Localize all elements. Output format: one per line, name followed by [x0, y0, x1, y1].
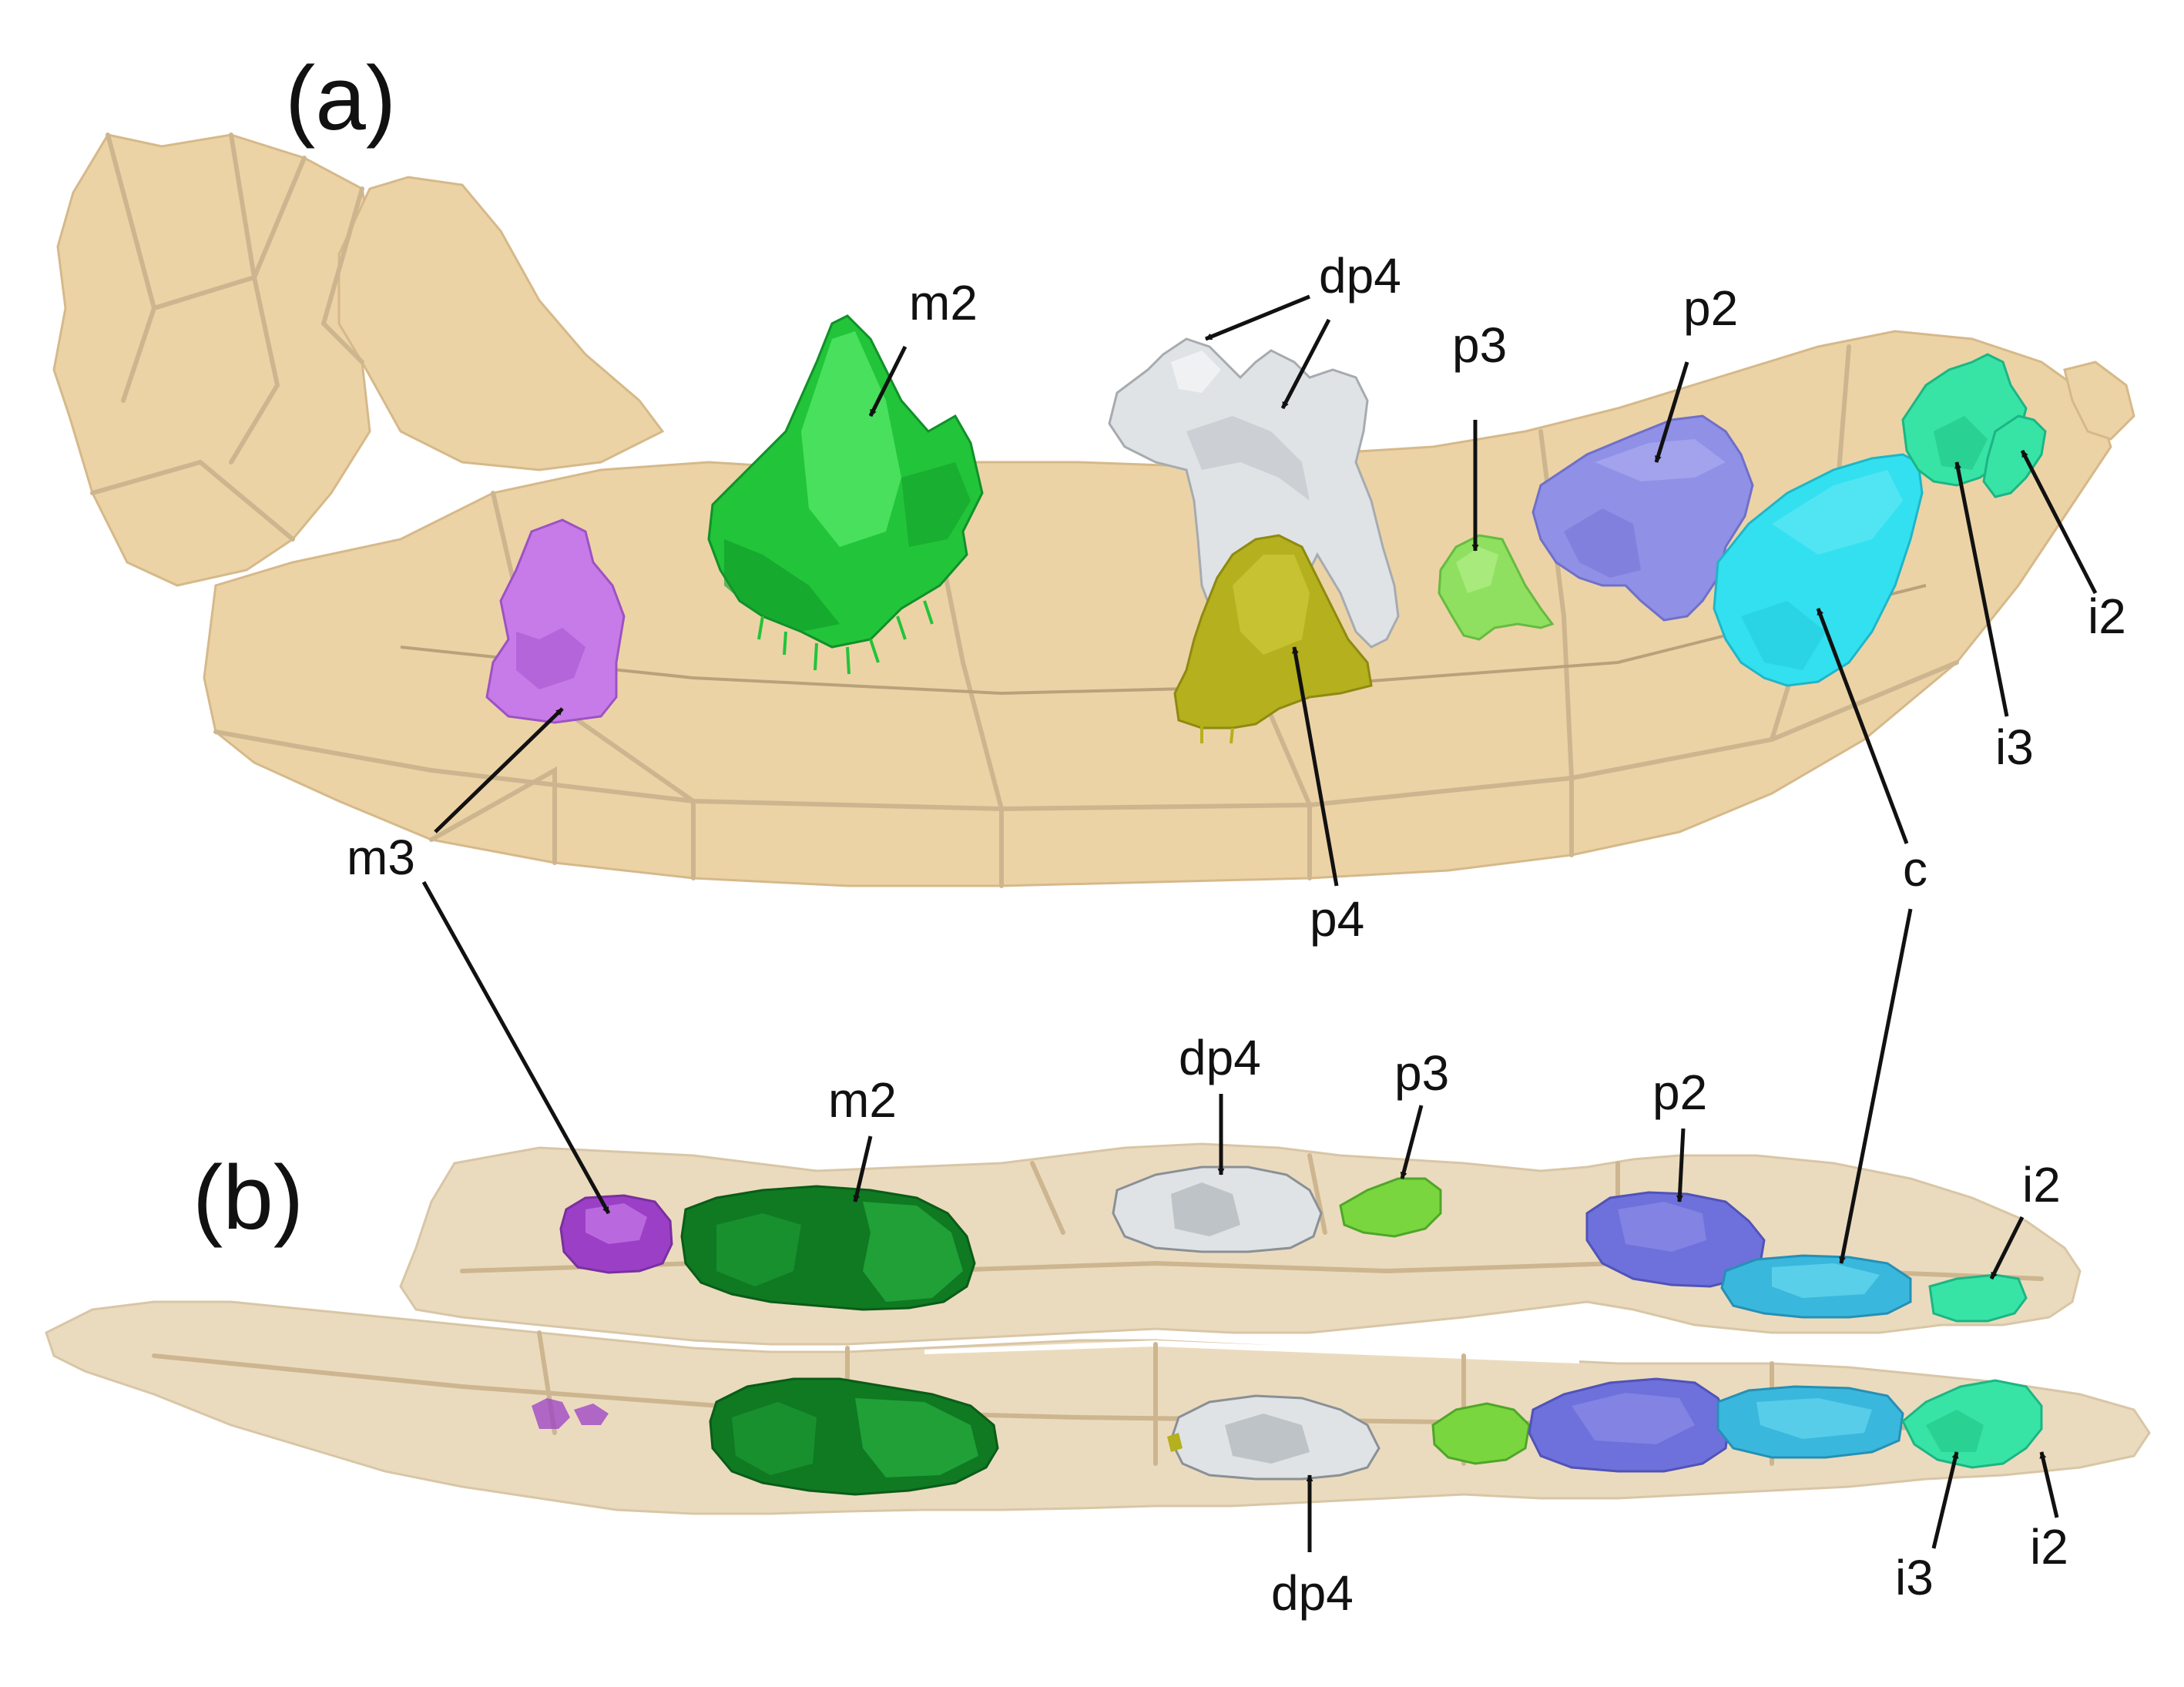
arrow-a-i3 [1954, 461, 2009, 717]
label-a-p4: p4 [1310, 891, 1364, 947]
tooth-p3-occlusal-upper [1339, 1177, 1442, 1238]
label-a-m2: m2 [909, 275, 978, 330]
arrow-b-i3 [1931, 1451, 1959, 1549]
arrow-m3-a [434, 707, 564, 833]
label-a-p2: p2 [1683, 280, 1738, 336]
arrow-a-m2 [868, 345, 907, 418]
arrow-a-i2 [2020, 449, 2098, 595]
arrow-m3-b [421, 880, 611, 1215]
label-a-p3: p3 [1452, 317, 1507, 373]
arrow-b-i2-bottom [2039, 1451, 2059, 1518]
label-a-dp4: dp4 [1319, 248, 1401, 304]
label-b-i2-bottom: i2 [2030, 1519, 2068, 1575]
panel-b-jaws [45, 1142, 2151, 1515]
label-b-i3: i3 [1895, 1550, 1934, 1605]
tooth-i2-occlusal-upper [1928, 1273, 2028, 1323]
label-b-m2: m2 [828, 1072, 897, 1128]
arrow-a-p2 [1654, 361, 1689, 463]
label-b-i2-top: i2 [2022, 1157, 2061, 1212]
label-arrows [421, 294, 2098, 1552]
arrow-b-i2-top [1989, 1216, 2025, 1280]
ascending-ramus-fragment-1 [52, 133, 371, 587]
panel-label-b: (b) [193, 1147, 304, 1249]
panel-a-jaw [52, 132, 2135, 888]
label-a-i3: i3 [1995, 719, 2034, 775]
arrow-a-c [1816, 608, 1909, 844]
arrow-c-b [1839, 908, 1913, 1264]
tooth-p3-occlusal-lower [1431, 1402, 1531, 1465]
label-m3: m3 [347, 830, 415, 885]
label-b-dp4-bottom: dp4 [1271, 1565, 1354, 1621]
label-a-i2: i2 [2088, 589, 2126, 644]
arrow-a-dp4-1 [1205, 294, 1310, 341]
mandible-symphysis-fragment [2063, 361, 2135, 441]
label-a-c: c [1903, 841, 1927, 897]
arrow-a-dp4-2 [1280, 318, 1331, 410]
ascending-ramus-fragment-2 [337, 176, 665, 471]
label-b-p2: p2 [1652, 1065, 1707, 1120]
arrow-b-p2 [1676, 1128, 1686, 1202]
arrow-a-p4 [1291, 646, 1339, 887]
tooth-dp4-lateral [1108, 337, 1400, 649]
figure-labels: (a) (b) m2 dp4 p3 p2 i2 i3 c p4 m3 m2 dp… [193, 48, 2126, 1621]
label-b-p3: p3 [1394, 1045, 1449, 1101]
arrow-b-p3 [1400, 1105, 1424, 1179]
arrow-b-m2 [853, 1135, 873, 1202]
tooth-i2-lateral [1982, 414, 2047, 498]
panel-label-a: (a) [285, 48, 396, 149]
tooth-m3-occlusal-lower [532, 1398, 609, 1429]
label-b-dp4-top: dp4 [1179, 1030, 1261, 1085]
